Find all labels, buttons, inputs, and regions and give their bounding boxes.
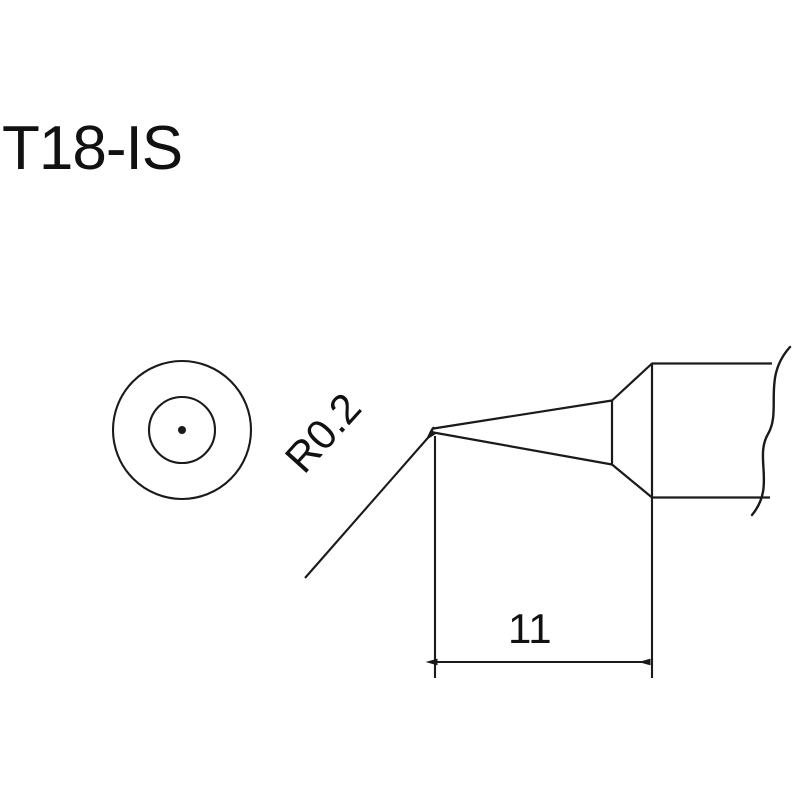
dimension-tip-radius <box>304 429 436 579</box>
side-view-group <box>430 345 792 517</box>
tip-cone-lower-edge <box>432 431 614 466</box>
tip-chamfer-upper <box>610 362 654 402</box>
end-view-outer-circle <box>111 359 253 501</box>
tip-cone-upper-edge <box>432 399 614 430</box>
end-view-inner-circle <box>147 395 217 465</box>
end-view-center-dot <box>178 426 186 434</box>
shaft-break-line <box>750 345 792 517</box>
page-title: T18-IS <box>2 114 183 183</box>
dimension-tip-length <box>425 436 654 678</box>
radius-leader-line <box>304 429 436 579</box>
tip-chamfer-lower <box>610 463 654 499</box>
end-view-group <box>111 359 253 501</box>
dimension-label-tip-length: 11 <box>508 605 552 652</box>
